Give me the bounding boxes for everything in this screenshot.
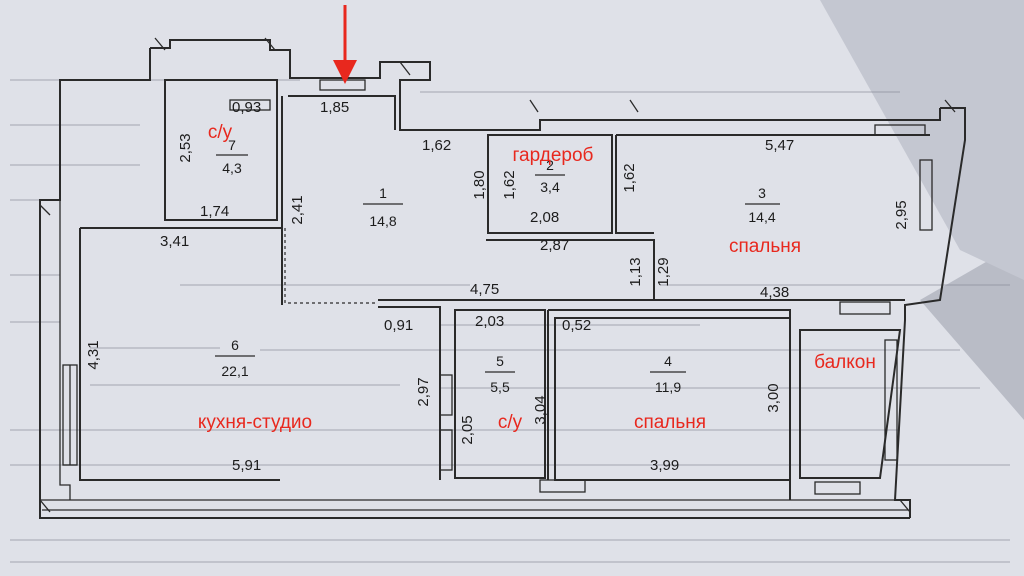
dim-0-91: 0,91 <box>384 317 413 334</box>
room-5-label: с/у <box>498 412 523 433</box>
dim-2-08: 2,08 <box>530 209 559 226</box>
dim-5-47: 5,47 <box>765 137 794 154</box>
room-numbers: 7 4,3 1 14,8 2 3,4 3 14,4 6 22,1 5 5,5 4… <box>215 137 780 395</box>
dim-1-80: 1,80 <box>471 170 488 199</box>
dim-1-13: 1,13 <box>627 257 644 286</box>
dim-2-41: 2,41 <box>289 195 306 224</box>
dim-3-04: 3,04 <box>532 395 549 424</box>
room-7-number: 7 <box>228 137 236 153</box>
room-2-number: 2 <box>546 157 554 173</box>
dim-1-62-c: 1,62 <box>621 163 638 192</box>
dim-3-99: 3,99 <box>650 457 679 474</box>
room-1-area: 14,8 <box>369 213 396 229</box>
room-2-walls <box>487 134 613 234</box>
dim-1-74: 1,74 <box>200 203 229 220</box>
dim-3-41: 3,41 <box>160 233 189 250</box>
room-1-number: 1 <box>379 185 387 201</box>
room-labels: с/у гардероб спальня балкон кухня-студио… <box>198 122 876 433</box>
dimension-labels: 0,93 1,85 2,53 1,62 1,62 1,62 5,47 1,80 … <box>85 99 910 474</box>
room-2-label: гардероб <box>513 145 594 166</box>
dim-2-97: 2,97 <box>415 377 432 406</box>
room-6-area: 22,1 <box>221 363 248 379</box>
dim-4-75: 4,75 <box>470 281 499 298</box>
room-3-number: 3 <box>758 185 766 201</box>
dim-1-62-b: 1,62 <box>501 170 518 199</box>
room-5-walls <box>439 309 546 479</box>
dim-4-38: 4,38 <box>760 284 789 301</box>
room-7-walls <box>164 79 278 221</box>
dim-2-03: 2,03 <box>475 313 504 330</box>
room-7-label: с/у <box>208 122 233 143</box>
room-3-area: 14,4 <box>748 209 775 225</box>
dim-2-87: 2,87 <box>540 237 569 254</box>
room-5-number: 5 <box>496 353 504 369</box>
dim-2-53: 2,53 <box>177 133 194 162</box>
room-4-walls <box>539 317 791 493</box>
dim-1-29: 1,29 <box>655 257 672 286</box>
room-3-label: спальня <box>729 236 801 257</box>
room-4-label: спальня <box>634 412 706 433</box>
balcony-label: балкон <box>814 352 876 373</box>
dim-4-31: 4,31 <box>85 340 102 369</box>
room-2-area: 3,4 <box>540 179 560 195</box>
dim-2-05: 2,05 <box>459 415 476 444</box>
room-6-label: кухня-студио <box>198 412 312 433</box>
dim-0-93: 0,93 <box>232 99 261 116</box>
room-6-number: 6 <box>231 337 239 353</box>
room-5-area: 5,5 <box>490 379 510 395</box>
dim-5-91: 5,91 <box>232 457 261 474</box>
room-4-number: 4 <box>664 353 672 369</box>
room-7-area: 4,3 <box>222 160 242 176</box>
dim-1-85: 1,85 <box>320 99 349 116</box>
balcony-walls <box>799 301 902 495</box>
room-4-area: 11,9 <box>655 379 681 395</box>
dim-3-00: 3,00 <box>765 383 782 412</box>
paper-shadow <box>820 0 1024 280</box>
outer-walls <box>39 39 966 519</box>
internal-walls <box>79 95 905 500</box>
dim-1-62-a: 1,62 <box>422 137 451 154</box>
dim-0-52: 0,52 <box>562 317 591 334</box>
wall-hatches <box>39 37 956 513</box>
dim-2-95: 2,95 <box>893 200 910 229</box>
